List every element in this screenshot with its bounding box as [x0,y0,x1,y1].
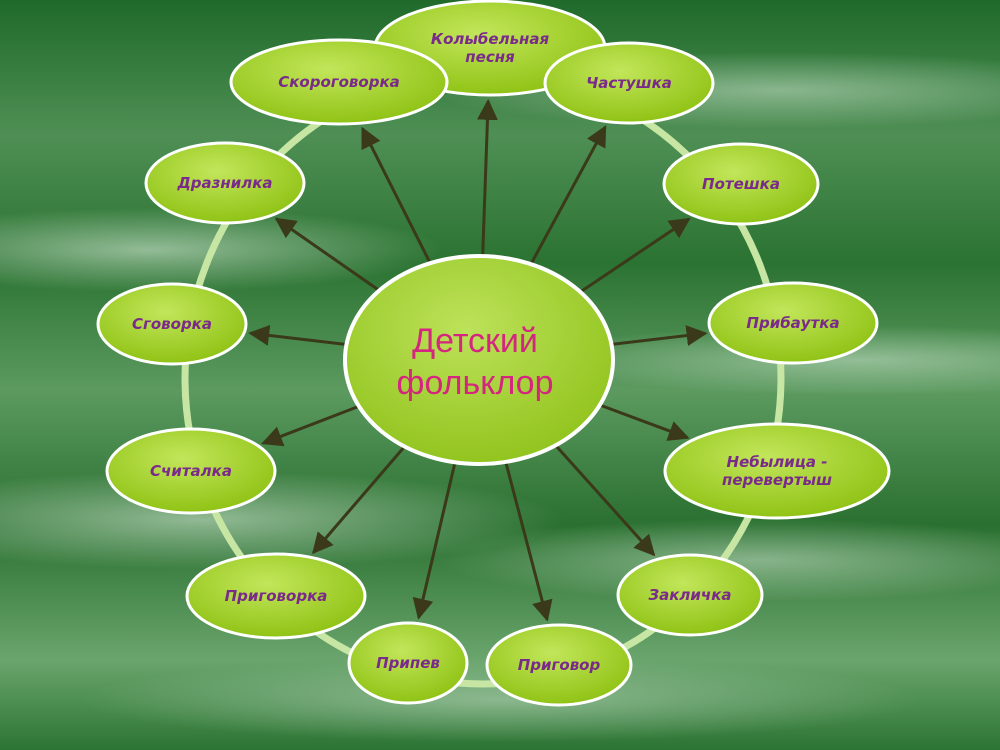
center-label: фольклор [397,364,554,402]
node-skorogovorka: Скороговорка [229,38,449,126]
node-schitalka: Считалка [105,427,277,515]
arrow-skorogovorka [361,126,432,264]
node-shape-sgovorka [96,282,248,366]
node-shape-nebylitsa [663,422,891,520]
center-shape [343,254,615,466]
node-shape-pribautka [707,281,879,365]
center-label: Детский [412,322,538,360]
node-label: Сговорка [132,315,212,333]
node-pripev: Припев [347,621,469,705]
node-label: Скороговорка [278,73,400,91]
node-shape-prigovor [485,623,633,707]
node-label: Припев [376,654,440,672]
arrow-draznilka [274,217,381,292]
node-label: Небылица - [727,453,828,471]
node-label: Приговорка [225,587,328,605]
arrow-pripev [412,461,457,620]
node-sgovorka: Сговорка [96,282,248,366]
node-draznilka: Дразнилка [144,141,306,225]
node-zaklichka: Закличка [616,553,764,637]
center-node: Детский фольклор [343,254,615,466]
node-label: Приговор [518,656,601,674]
arrow-prigovor [504,461,553,622]
node-shape-chastushka [543,41,715,125]
arrow-layer [248,98,708,622]
arrow-poteshka [579,217,691,294]
node-pribautka: Прибаутка [707,281,879,365]
node-label: перевертыш [722,471,832,489]
center-layer: Детский фольклор [343,254,615,466]
node-prigovorka: Приговорка [185,552,367,640]
node-label: Прибаутка [746,314,839,332]
node-shape-skorogovorka [229,38,449,126]
node-label: Потешка [702,175,780,193]
arrow-zaklichka [554,444,656,557]
arrow-kolybelnaya [476,98,498,257]
node-prigovor: Приговор [485,623,633,707]
arrow-schitalka [261,404,360,447]
node-layer: КолыбельнаяпесняЧастушкаПотешкаПрибаутка… [96,0,891,707]
node-shape-prigovorka [185,552,367,640]
arrow-prigovorka [312,445,406,555]
node-shape-poteshka [662,142,820,226]
node-label: Закличка [648,586,731,604]
arrow-pribautka [611,325,708,346]
node-nebylitsa: Небылица -перевертыш [663,422,891,520]
node-shape-draznilka [144,141,306,225]
node-shape-schitalka [105,427,277,515]
node-poteshka: Потешка [662,142,820,226]
node-label: песня [465,48,515,66]
arrow-sgovorka [248,324,347,346]
node-label: Частушка [586,74,672,92]
node-label: Дразнилка [176,174,272,192]
arrow-nebylitsa [599,403,690,441]
node-shape-zaklichka [616,553,764,637]
node-shape-pripev [347,621,469,705]
node-label: Считалка [150,462,232,480]
node-chastushka: Частушка [543,41,715,125]
arrow-chastushka [529,125,607,265]
node-label: Колыбельная [431,30,550,48]
